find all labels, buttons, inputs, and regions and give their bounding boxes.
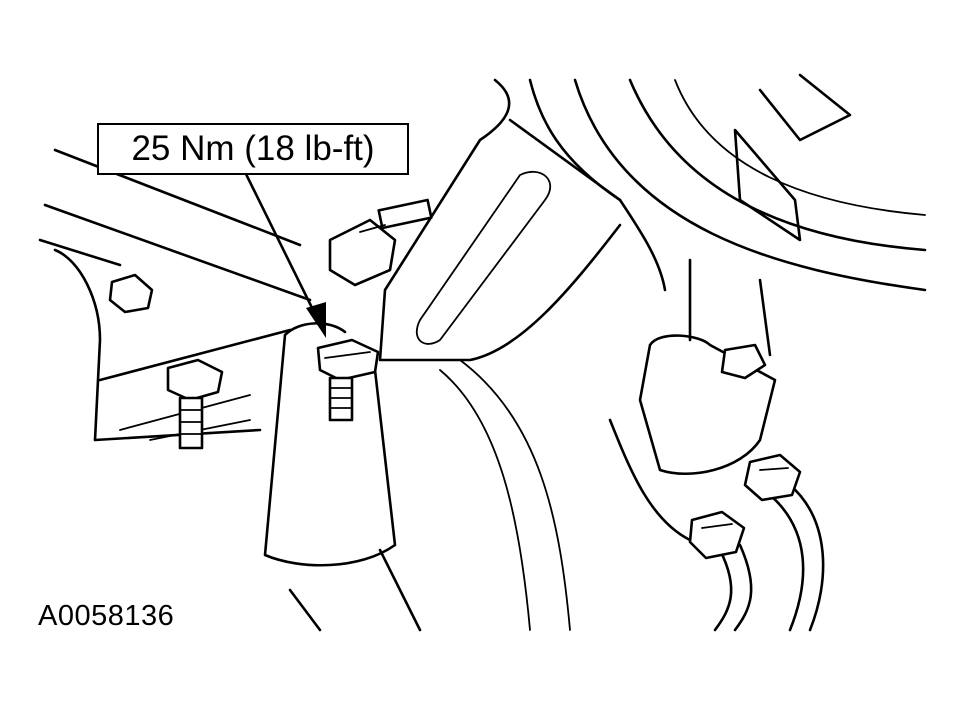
brake-lines xyxy=(688,453,825,632)
figure-id: A0058136 xyxy=(38,600,175,632)
lower-left-bolt xyxy=(166,358,224,450)
strut-tube xyxy=(263,322,571,632)
torque-bolt xyxy=(243,170,380,422)
stabilizer-link xyxy=(608,73,852,542)
upper-bolt xyxy=(328,198,433,287)
torque-label: 25 Nm (18 lb-ft) xyxy=(131,129,375,168)
left-bolt xyxy=(108,273,154,314)
control-arm xyxy=(378,78,667,362)
torque-callout: 25 Nm (18 lb-ft) xyxy=(97,123,409,175)
wheel-disc xyxy=(573,78,927,292)
frame-rail xyxy=(38,148,312,442)
